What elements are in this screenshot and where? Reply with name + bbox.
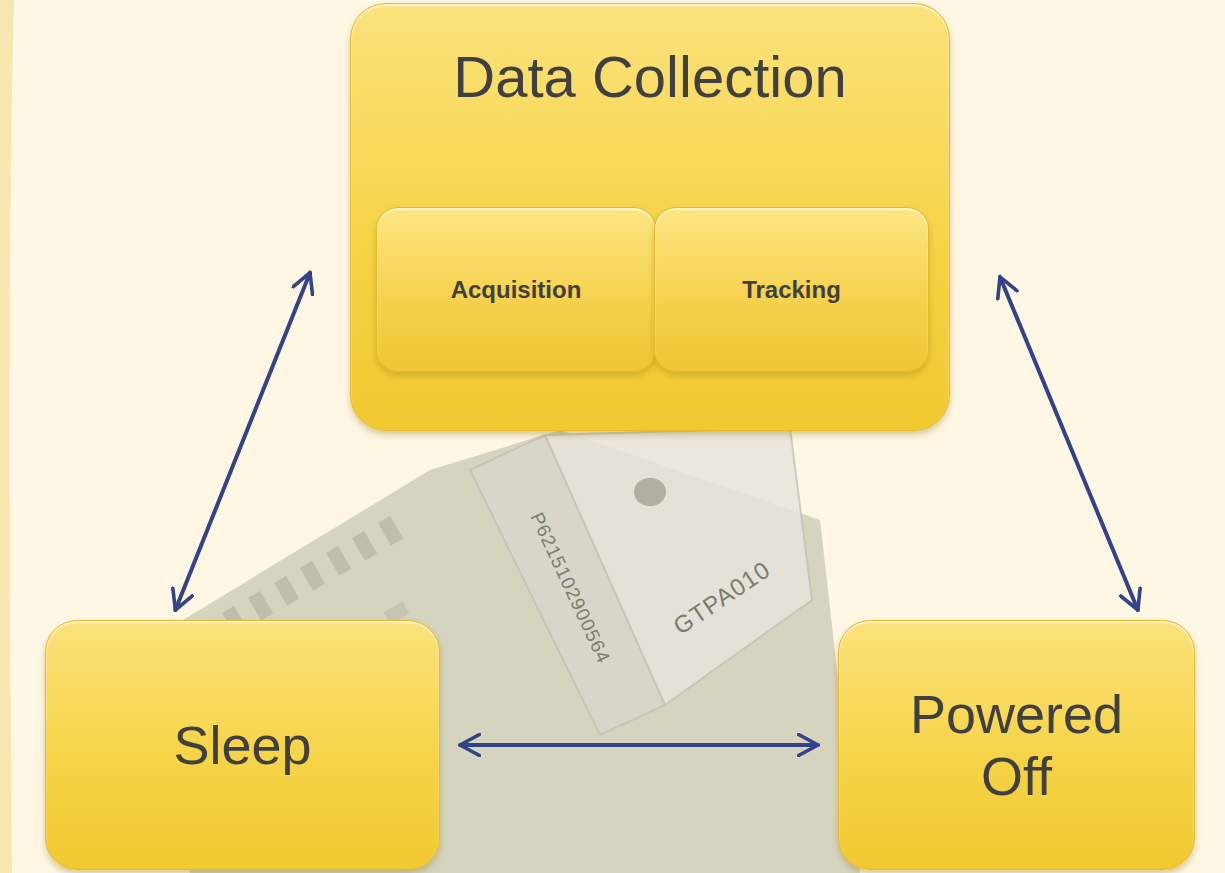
substate-box: Acquisition (376, 207, 656, 372)
transition-arrow (1000, 277, 1138, 610)
pin (352, 531, 377, 561)
pin (326, 546, 351, 576)
state-label: Powered Off (892, 683, 1142, 807)
state-label: Sleep (173, 714, 311, 776)
substate-label: Tracking (742, 276, 841, 304)
pin (248, 591, 273, 621)
part-serial-number: P6215102900564 (525, 509, 614, 667)
state-group-box: Data CollectionAcquisition Tracking (350, 3, 950, 431)
transition-arrow (460, 743, 818, 747)
substate-label: Acquisition (451, 276, 582, 304)
part-model-number: GTPA010 (668, 555, 775, 640)
state-box: Powered Off (838, 620, 1195, 870)
state-label: Data Collection (453, 44, 846, 111)
pin (378, 516, 403, 546)
antenna-top (545, 428, 812, 705)
state-box: Sleep (45, 620, 440, 870)
edge-stripe (0, 0, 14, 873)
transition-arrow (175, 273, 310, 610)
patch-antenna (470, 428, 812, 735)
pin (274, 576, 299, 606)
substate-box: Tracking (654, 207, 929, 372)
pin (300, 561, 325, 591)
antenna-feed (634, 478, 666, 506)
